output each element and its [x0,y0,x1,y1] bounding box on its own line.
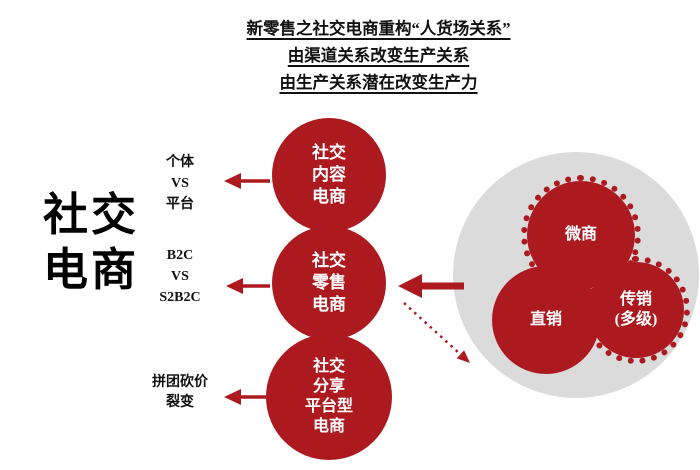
bubble-line: 传销 [619,291,652,308]
node-line: 电商 [312,187,346,206]
node-line: 社交 [312,251,346,270]
node-line: 社交 [312,358,345,375]
node-line: 内容 [312,165,346,184]
node-social-sharing-platform-ecommerce: 社交 分享 平台型 电商 [266,334,392,460]
arrow-left-icon [226,278,270,294]
title-line-2: 由渠道关系改变生产关系 [287,46,470,65]
main-topic-line-2: 电商 [42,245,139,295]
annotation-line: VS [171,269,189,284]
arrow-left-icon [224,389,266,405]
node-line: 电商 [312,418,345,435]
node-line: 零售 [312,273,346,292]
annotation-line: B2C [166,248,194,263]
main-topic-label: 社交 电商 [32,188,150,298]
annotation-b2c-vs-s2b2c: B2C VS S2B2C [144,245,216,308]
annotation-line: S2B2C [159,290,201,305]
annotation-line: VS [171,176,189,191]
bubble-wechat-business: 微商 [521,175,641,295]
node-line: 社交 [312,143,346,162]
node-line: 平台型 [304,398,353,415]
annotation-line: 裂变 [166,395,194,410]
annotation-line: 平台 [166,197,194,212]
main-topic-line-1: 社交 [42,190,139,240]
arrow-left-icon [224,173,270,189]
node-line: 分享 [312,378,345,395]
bubble-line: (多级) [614,311,658,328]
annotation-line: 拼团砍价 [152,375,208,390]
title-line-1: 新零售之社交电商重构“人货场关系” [246,19,511,38]
node-line: 电商 [312,295,346,314]
title-line-3: 由生产关系潜在改变生产力 [279,73,478,92]
annotation-individual-vs-platform: 个体 VS 平台 [148,152,212,215]
node-social-content-ecommerce: 社交 内容 电商 [272,118,386,232]
annotation-groupbuy-bargain-fission: 拼团砍价 裂变 [132,373,228,413]
diagram-title: 新零售之社交电商重构“人货场关系” 由渠道关系改变生产关系 由生产关系潜在改变生… [56,16,700,96]
node-social-retail-ecommerce: 社交 零售 电商 [272,226,386,340]
annotation-line: 个体 [166,155,194,170]
bubble-line: 直销 [529,311,562,328]
bubble-line: 微商 [564,226,597,243]
